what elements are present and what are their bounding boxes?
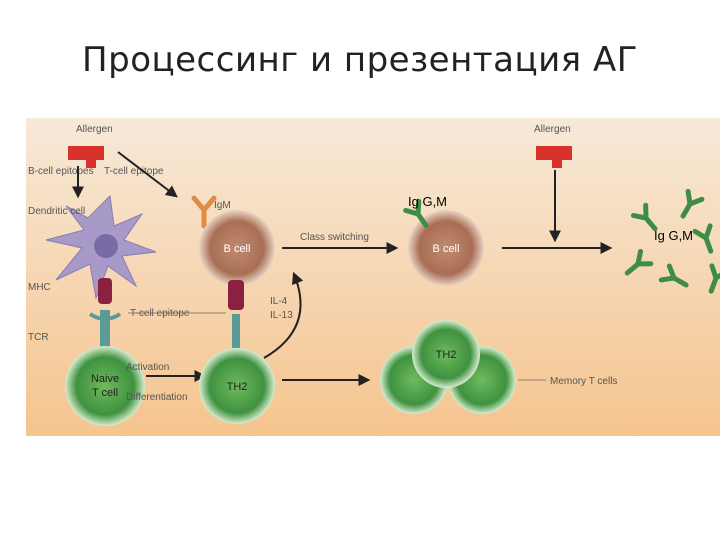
differentiation-label: Differentiation — [126, 392, 188, 403]
allergen-left: Allergen — [68, 124, 113, 168]
svg-text:TH2: TH2 — [227, 381, 248, 393]
b-cell-right: B cell — [408, 210, 484, 286]
dendritic-cell-label: Dendritic cell — [28, 206, 85, 217]
svg-text:Naive: Naive — [91, 373, 119, 385]
svg-text:B cell: B cell — [433, 243, 460, 255]
dendritic-cell — [45, 194, 157, 300]
arrow-cytokines — [263, 271, 304, 359]
b-cell-left: B cell — [199, 210, 275, 286]
il4-label: IL-4 — [270, 296, 288, 307]
svg-text:B cell: B cell — [224, 243, 251, 255]
th2-cell: TH2 — [199, 348, 275, 424]
mhc-molecule — [98, 278, 112, 304]
svg-text:Allergen: Allergen — [534, 124, 571, 135]
t-cell-epitope-mid-label: T-cell epitope — [130, 308, 190, 319]
b-cell-epitopes-label: B-cell epitopes — [28, 166, 94, 177]
b-cell-mhc — [228, 280, 244, 310]
igm-antibody — [191, 195, 217, 229]
allergen-right: Allergen — [534, 124, 572, 168]
arrow-allergen-bcell — [117, 151, 178, 198]
svg-text:B-cell epitopes: B-cell epitopes — [28, 166, 94, 177]
ig-overlay-bcell: Ig G,M — [408, 194, 447, 209]
il13-label: IL-13 — [270, 310, 293, 321]
activation-label: Activation — [126, 362, 169, 373]
svg-text:T cell: T cell — [92, 387, 118, 399]
naive-t-cell: Naive T cell — [65, 346, 145, 426]
class-switching-label: Class switching — [300, 232, 369, 243]
tcr-label: TCR — [28, 332, 49, 343]
diagram-panel: Allergen B-cell epitopes T-cell epitope … — [26, 118, 720, 436]
allergen-left-label: Allergen — [76, 124, 113, 135]
igm-label: IgM — [214, 200, 231, 211]
mhc-label: MHC — [28, 282, 51, 293]
memory-t-cells: TH2 — [380, 320, 516, 414]
slide-title: Процессинг и презентация АГ — [82, 40, 638, 80]
t-cell-epitope-top-label: T-cell epitope — [104, 166, 164, 177]
ig-overlay-right: Ig G,M — [654, 228, 693, 243]
memory-t-cells-label: Memory T cells — [550, 376, 617, 387]
th2-tcr — [232, 314, 240, 354]
tcr-molecule — [100, 310, 110, 352]
svg-text:TH2: TH2 — [436, 349, 457, 361]
